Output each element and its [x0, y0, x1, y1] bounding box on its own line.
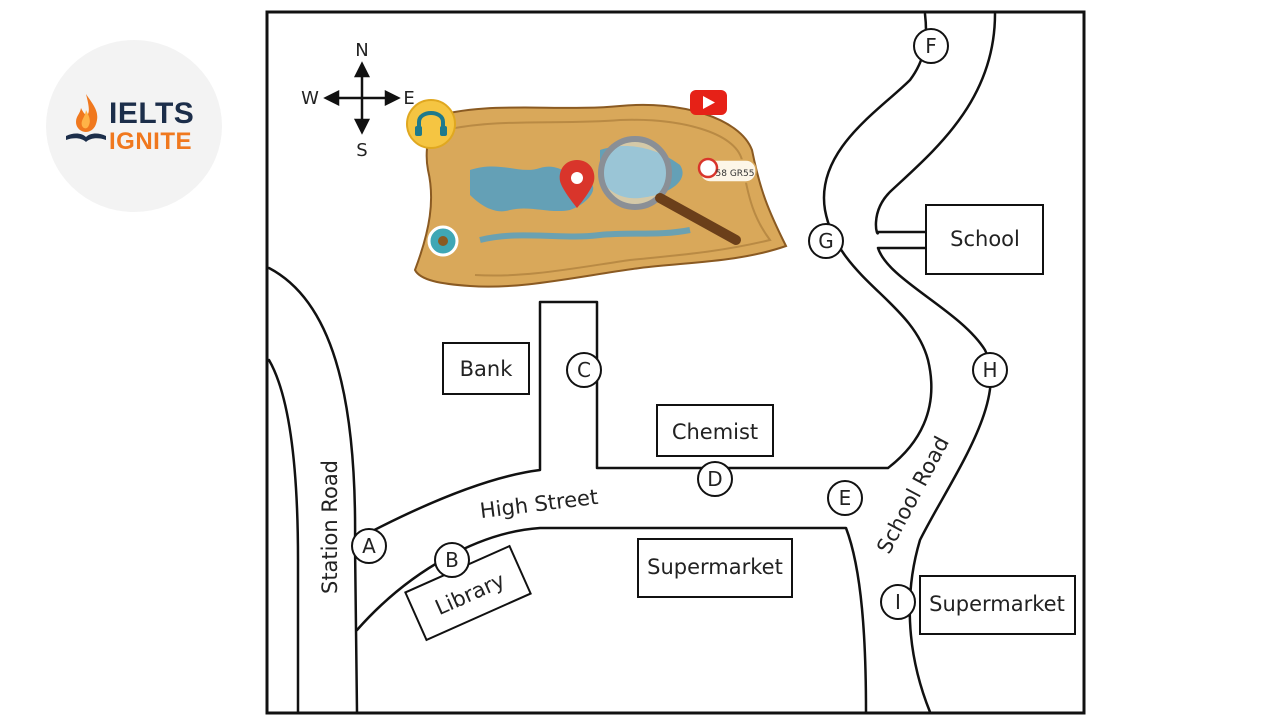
compass-north: N	[355, 40, 368, 61]
point-markers: A B C D E F G H I	[351, 28, 1008, 620]
school-building	[925, 204, 1044, 275]
point-marker-label: H	[982, 358, 997, 382]
point-marker-circle	[880, 584, 916, 620]
point-f: F	[913, 28, 949, 64]
compass-west: W	[301, 88, 319, 109]
supermarket-central-building	[637, 538, 793, 598]
logo-line2: IGNITE	[109, 128, 193, 155]
high-street-south-edge	[355, 526, 868, 714]
supermarket-east-building	[919, 575, 1076, 635]
point-i: I	[880, 584, 916, 620]
magnifier-icon	[598, 136, 672, 210]
chemist-building	[656, 404, 774, 457]
bank-label: Bank	[460, 357, 514, 381]
chemist-label: Chemist	[672, 420, 758, 444]
station-road-east-edge	[267, 266, 359, 714]
point-marker-label: D	[707, 467, 722, 491]
point-e: E	[827, 480, 863, 516]
point-marker-label: C	[577, 358, 591, 382]
high-street-north-edge	[353, 12, 933, 542]
point-marker-circle	[566, 352, 602, 388]
point-marker-circle	[351, 528, 387, 564]
parchment-map	[413, 103, 788, 288]
timer-icon	[697, 157, 719, 179]
point-c: C	[566, 352, 602, 388]
point-d: D	[697, 461, 733, 497]
supermarket-east-label: Supermarket	[929, 592, 1065, 616]
flame-book-icon	[66, 94, 106, 142]
point-marker-label: E	[839, 486, 852, 510]
compass-east: E	[403, 88, 414, 109]
station-road-west-edge	[267, 358, 300, 714]
school-road-east-edge-lower	[876, 246, 992, 714]
point-marker-circle	[913, 28, 949, 64]
point-marker-circle	[697, 461, 733, 497]
point-marker-label: F	[925, 34, 937, 58]
school-road-label: School Road	[872, 432, 954, 557]
point-marker-circle	[434, 542, 470, 578]
point-h: H	[972, 352, 1008, 388]
point-marker-circle	[808, 223, 844, 259]
school-road-east-edge-upper	[874, 12, 997, 235]
map-frame	[265, 10, 1086, 715]
high-street-label: High Street	[479, 485, 600, 523]
compass-icon: N S E W	[301, 40, 415, 161]
point-a: A	[351, 528, 387, 564]
logo-line1: IELTS	[109, 97, 195, 130]
point-b: B	[434, 542, 470, 578]
supermarket-central-label: Supermarket	[647, 555, 783, 579]
headphones-icon	[406, 99, 456, 149]
point-marker-label: B	[445, 548, 459, 572]
point-marker-label: A	[362, 534, 376, 558]
point-marker-circle	[827, 480, 863, 516]
ielts-ignite-logo: IELTS IGNITE	[46, 40, 222, 212]
school-label: School	[950, 227, 1020, 251]
treasure-map-illustration: 58 GR55	[406, 90, 788, 288]
point-g: G	[808, 223, 844, 259]
compass-south: S	[356, 140, 367, 161]
point-marker-label: I	[895, 590, 901, 614]
bank-building	[442, 342, 530, 395]
point-marker-circle	[972, 352, 1008, 388]
point-marker-label: G	[818, 229, 834, 253]
timer-tag-text: 58 GR55	[716, 169, 755, 179]
station-road-label: Station Road	[318, 460, 342, 594]
